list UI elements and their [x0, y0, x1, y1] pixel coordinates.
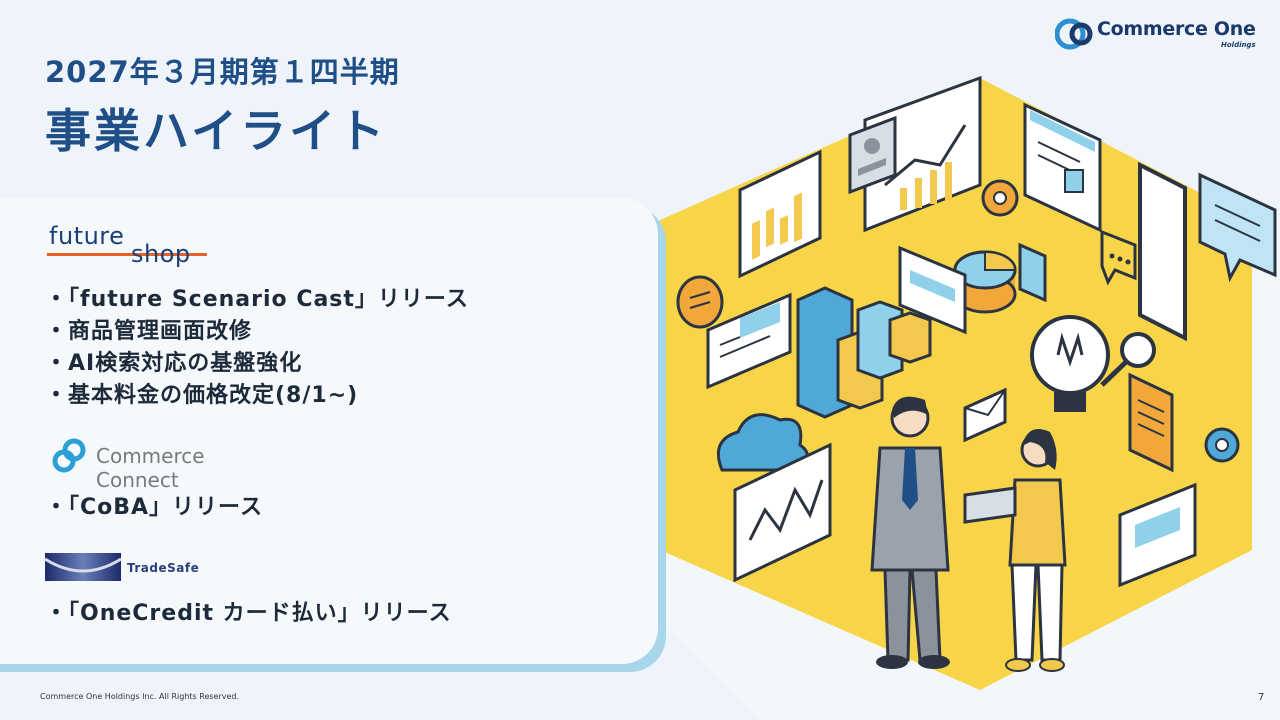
document-panel-icon	[1023, 102, 1102, 233]
tradesafe-logo-text: TradeSafe	[127, 561, 200, 575]
futureshop-logo-underline	[47, 253, 207, 256]
title-block: 2027年３月期第１四半期 事業ハイライト	[45, 52, 400, 162]
bar-chart-monitor-icon	[738, 149, 822, 279]
businesswoman-figure	[963, 429, 1067, 672]
futureshop-logo: future shop	[47, 222, 217, 272]
speech-bubble-icon	[1198, 172, 1277, 283]
gear-small-icon	[1204, 427, 1240, 463]
period-title: 2027年３月期第１四半期	[45, 55, 400, 89]
bullet-item: ・「future Scenario Cast」リリース	[45, 287, 469, 312]
envelope-icon	[963, 387, 1007, 443]
tradesafe-logo: TradeSafe	[44, 553, 225, 583]
content-card	[0, 198, 658, 664]
magnifying-glass-icon	[1100, 332, 1156, 387]
commerce-connect-logo: Commerce Connect	[50, 437, 290, 492]
brand-name: Commerce One	[1097, 18, 1256, 40]
futureshop-logo-word1: future	[49, 222, 125, 250]
tradesafe-logo-mark	[44, 553, 122, 581]
line-graph-monitor-icon	[863, 75, 982, 233]
commerce-connect-logo-icon	[52, 438, 86, 473]
brand-sub: Holdings	[1221, 41, 1256, 49]
bullet-item: ・AI検索対応の基盤強化	[45, 351, 303, 376]
3d-bar-chart-icon	[796, 286, 932, 419]
commerce-one-logo: Commerce One Holdings	[1054, 16, 1265, 56]
line-chart-board-icon	[733, 442, 832, 583]
futureshop-logo-word2: shop	[131, 240, 191, 268]
page-number: 7	[1258, 692, 1265, 703]
bullet-item: ・「OneCredit カード払い」リリース	[45, 601, 452, 626]
page-title: 事業ハイライト	[45, 104, 388, 158]
pie-chart-icon	[953, 242, 1047, 314]
orange-chat-icon	[676, 275, 724, 329]
commerce-one-logo-icon	[1054, 18, 1093, 50]
document-icon	[1128, 372, 1174, 473]
gear-icon	[981, 179, 1019, 217]
right-monitor-icon	[1118, 482, 1197, 588]
light-bulb-icon	[1030, 315, 1110, 412]
commerce-connect-bullet-list: ・「CoBA」リリース	[45, 492, 263, 524]
commerce-connect-logo-text: Commerce Connect	[96, 444, 205, 492]
left-monitor-icon	[706, 292, 792, 390]
chat-bubble-icon	[1100, 229, 1137, 286]
profile-card-icon	[848, 115, 897, 195]
cloud-icon	[717, 413, 809, 472]
businessman-figure	[870, 396, 950, 669]
business-illustration	[660, 75, 1277, 690]
bullet-item: ・商品管理画面改修	[45, 319, 253, 344]
futureshop-bullet-list: ・「future Scenario Cast」リリース ・商品管理画面改修 ・A…	[45, 284, 469, 412]
bullet-item: ・「CoBA」リリース	[45, 495, 263, 520]
middle-monitor-icon	[898, 245, 967, 335]
tradesafe-bullet-list: ・「OneCredit カード払い」リリース	[45, 598, 452, 630]
bullet-item: ・基本料金の価格改定(8/1~)	[45, 383, 359, 408]
copyright-footer: Commerce One Holdings Inc. All Rights Re…	[40, 692, 240, 701]
smartphone-icon	[1138, 161, 1187, 342]
